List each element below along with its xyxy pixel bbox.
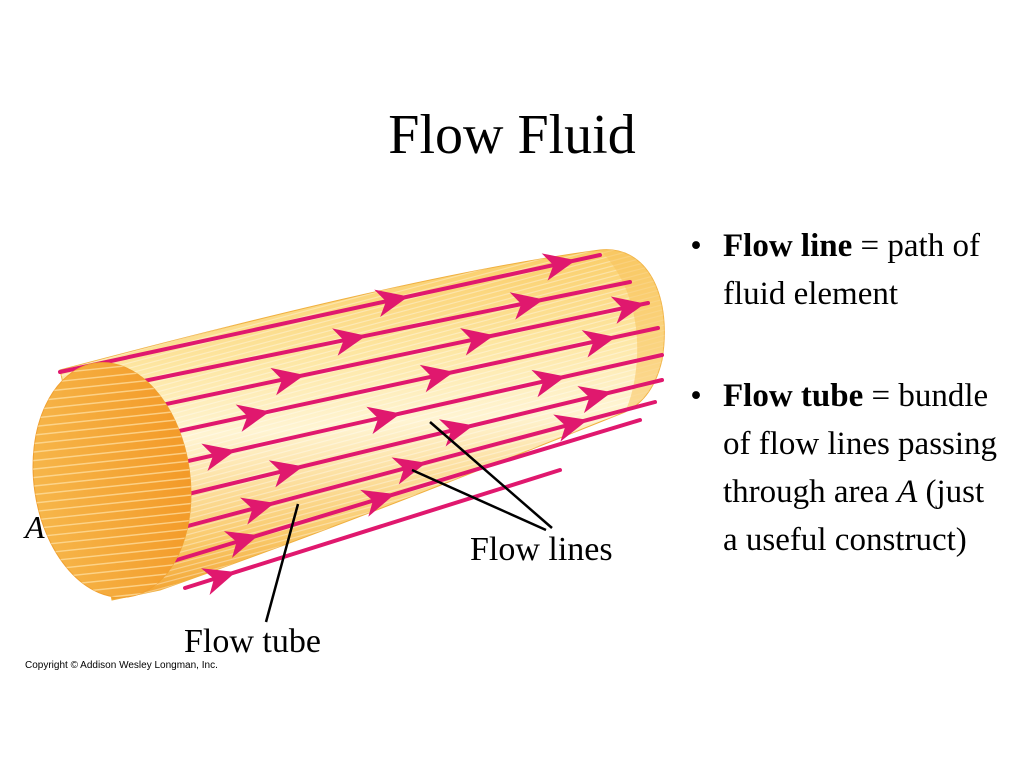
flow-arrow-icon: [201, 568, 236, 595]
flow-arrow-icon: [553, 414, 588, 442]
bullet-dot-icon: •: [690, 378, 702, 414]
flow-arrow-icon: [268, 460, 304, 488]
bullet-separator: =: [852, 228, 880, 264]
flow-arrow-icon: [577, 385, 612, 414]
flow-line: [98, 326, 660, 450]
flow-arrow-icon: [240, 497, 275, 525]
flow-line: [183, 468, 562, 590]
flow-arrow-icon: [531, 369, 566, 398]
flow-arrow-icon: [235, 404, 270, 432]
flow-line: [128, 378, 664, 510]
flow-arrow-icon: [439, 419, 474, 447]
slide-title: Flow Fluid: [388, 104, 636, 166]
flow-lines-pointer-upper: [429, 421, 553, 529]
flow-arrow-icon: [541, 253, 576, 281]
bullet-flow-line: • Flow line = path of fluid element: [686, 222, 1006, 318]
flow-arrow-icon: [391, 457, 427, 485]
flow-arrow-icon: [366, 406, 401, 435]
copyright-notice: Copyright © Addison Wesley Longman, Inc.: [25, 660, 218, 671]
flow-line: [58, 253, 602, 374]
flow-arrow-icon: [581, 330, 616, 358]
area-label: A: [23, 509, 45, 545]
bullet-definition-after: (just a useful construct): [723, 474, 985, 558]
flow-tube-label: Flow tube: [184, 623, 321, 660]
flow-arrow-icon: [374, 289, 409, 317]
flow-arrow-icon: [332, 328, 367, 356]
bullet-definition: bundle of flow lines passing through are…: [723, 378, 998, 510]
flow-arrow-icon: [610, 296, 645, 324]
flow-tube-figure: A Flow lines Flow tube Copyright © Addis…: [19, 249, 665, 671]
flow-arrow-icon: [460, 328, 495, 356]
bullet-dot-icon: •: [690, 228, 702, 264]
flow-arrow-icon: [509, 292, 544, 320]
flow-line: [88, 301, 650, 422]
flow-arrow-icon: [270, 367, 305, 396]
flow-lines-label: Flow lines: [470, 531, 613, 568]
flow-arrow-icon: [201, 443, 236, 471]
bullet-term: Flow line: [723, 228, 853, 264]
tube-far-end: [600, 249, 665, 412]
bullet-term: Flow tube: [723, 378, 864, 414]
bullet-definition-italic: A: [897, 474, 918, 510]
flow-arrow-icon: [223, 531, 259, 558]
flow-tube-pointer: [264, 503, 300, 623]
flow-lines-pointer-lower: [411, 468, 547, 532]
bullet-flow-tube: • Flow tube = bundle of flow lines passi…: [686, 372, 1006, 564]
bullet-definition: path of fluid element: [723, 228, 980, 312]
flow-arrow-icon: [419, 364, 455, 393]
flow-arrow-icon: [360, 489, 395, 517]
bullet-separator: =: [863, 378, 891, 414]
flow-lines-group: [58, 253, 664, 595]
bullet-list: • Flow line = path of fluid element • Fl…: [686, 222, 1006, 618]
